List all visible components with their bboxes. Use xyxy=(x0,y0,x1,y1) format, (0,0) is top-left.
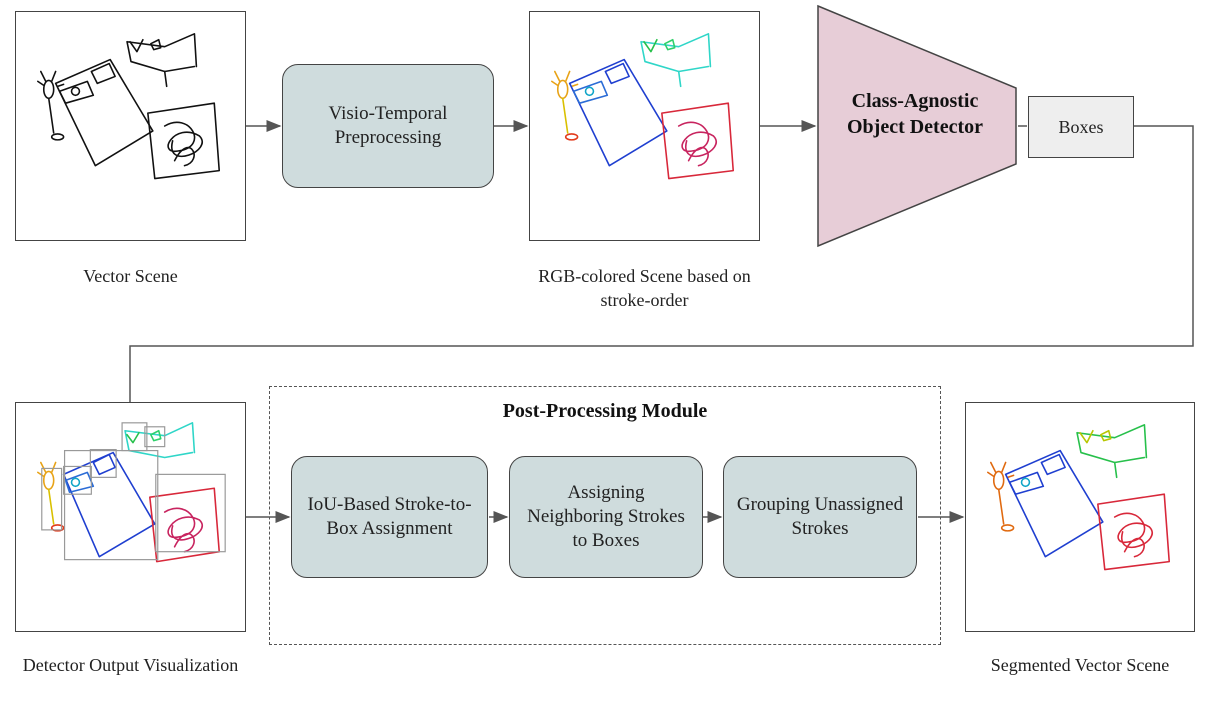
boxes-node: Boxes xyxy=(1028,96,1134,158)
rgb-scene-sketch xyxy=(551,33,735,180)
segmented-scene-panel xyxy=(965,402,1195,632)
rug-sketch-icon xyxy=(1097,493,1171,571)
lamp-sketch-icon xyxy=(551,70,579,141)
bed-sketch-icon xyxy=(54,58,154,167)
rug-sketch-icon xyxy=(661,102,735,180)
bed-sketch-icon xyxy=(1004,449,1104,558)
line-boxes-to-output xyxy=(129,125,1194,402)
lamp-sketch-icon xyxy=(37,461,65,532)
post-processing-module xyxy=(269,386,941,645)
sofa-sketch-icon xyxy=(126,33,198,88)
sofa-sketch-icon xyxy=(1076,424,1148,479)
step-group-unassigned: Grouping Unassigned Strokes xyxy=(723,456,917,578)
vector-scene-sketch xyxy=(37,33,221,180)
segmented-scene-sketch xyxy=(987,424,1171,571)
detector-output-sketch xyxy=(37,422,226,563)
detector-output-panel xyxy=(15,402,246,632)
step-iou-assignment: IoU-Based Stroke-to-Box Assignment xyxy=(291,456,488,578)
rgb-scene-caption: RGB-colored Scene based on stroke-order xyxy=(538,266,751,310)
rug-sketch-icon xyxy=(147,102,221,180)
object-detector-label: Class-Agnostic Object Detector xyxy=(846,90,984,138)
sofa-sketch-icon xyxy=(124,422,196,459)
post-processing-title: Post-Processing Module xyxy=(502,400,708,422)
rgb-scene-panel xyxy=(529,11,760,241)
lamp-sketch-icon xyxy=(37,70,65,141)
step-neighbor-assignment: Assigning Neighboring Strokes to Boxes xyxy=(509,456,703,578)
bed-sketch-icon xyxy=(62,451,156,558)
bed-sketch-icon xyxy=(568,58,668,167)
sofa-sketch-icon xyxy=(640,33,712,88)
segmented-scene-caption: Segmented Vector Scene xyxy=(990,655,1170,675)
detector-output-caption: Detector Output Visualization xyxy=(22,655,239,675)
object-detector-shape xyxy=(817,4,1017,248)
detection-boxes xyxy=(41,422,226,561)
preprocessing-box: Visio-Temporal Preprocessing xyxy=(282,64,494,188)
lamp-sketch-icon xyxy=(987,461,1015,532)
vector-scene-caption: Vector Scene xyxy=(83,266,178,286)
rug-sketch-icon xyxy=(149,487,221,563)
vector-scene-panel xyxy=(15,11,246,241)
